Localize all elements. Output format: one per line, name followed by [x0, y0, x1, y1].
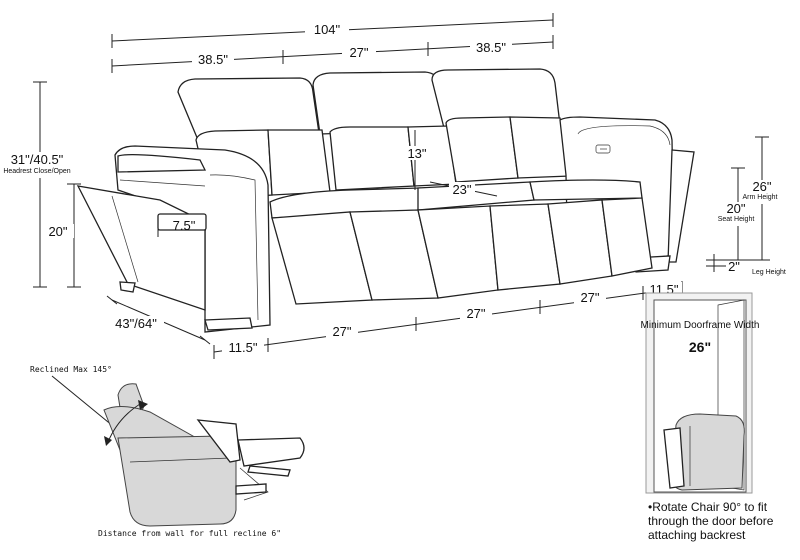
front-seat-3-label: 27"	[580, 290, 599, 305]
headrest-height-dimension: 31"/40.5" Headrest Close/Open	[2, 81, 72, 288]
arm-height-caption: Arm Height	[742, 194, 777, 201]
cupholder-label: 7.5"	[173, 218, 196, 233]
doorframe-title: Minimum Doorframe Width	[641, 320, 760, 331]
arm-height-dimension: 26" Arm Height	[742, 136, 782, 260]
front-seat-1-label: 27"	[332, 324, 351, 339]
seat-depth-dimension: 23"	[429, 181, 498, 197]
headrest-height-label: 31"/40.5"	[11, 152, 64, 167]
section-width-dimension: 38.5" 27" 38.5"	[111, 35, 554, 73]
side-height-label: 20"	[48, 224, 67, 239]
depth-label: 43"/64"	[115, 316, 157, 331]
leg-height-caption: Leg Height	[752, 269, 786, 276]
arm-height-label: 26"	[752, 179, 771, 194]
wall-distance-label: Distance from wall for full recline 6"	[98, 529, 281, 538]
sofa-drawing	[76, 68, 695, 333]
leg-height-label: 2"	[728, 259, 740, 274]
doorframe-width: 26"	[689, 339, 711, 355]
headrest-caption: Headrest Close/Open	[3, 168, 70, 175]
seat-height-label: 20"	[726, 201, 745, 216]
leg-height-dimension: 2" Leg Height	[706, 254, 786, 276]
side-height-dimension: 20"	[46, 183, 81, 288]
section-right-label: 38.5"	[476, 40, 506, 55]
seat-depth-label: 23"	[452, 182, 471, 197]
section-middle-label: 27"	[349, 45, 368, 60]
overall-width-dimension: 104"	[111, 13, 554, 48]
front-seat-2-label: 27"	[466, 306, 485, 321]
recline-diagram: Reclined Max 145° Distance from wall for…	[30, 365, 305, 538]
seat-height-caption: Seat Height	[718, 216, 755, 223]
recline-angle-label: Reclined Max 145°	[30, 365, 112, 374]
front-width-dimension: 11.5" 27" 27" 27" 11.5"	[213, 281, 683, 359]
back-height-dimension: 13"	[405, 130, 429, 190]
section-left-label: 38.5"	[198, 52, 228, 67]
rotate-chair-note: •Rotate Chair 90° to fit through the doo…	[648, 500, 774, 542]
cupholder-dimension: 7.5"	[157, 218, 206, 237]
doorframe-panel: Minimum Doorframe Width 26"	[641, 292, 760, 494]
back-height-label: 13"	[407, 146, 426, 161]
front-arm-left-label: 11.5"	[229, 340, 258, 355]
seat-height-dimension: 20" Seat Height	[716, 167, 756, 260]
depth-dimension: 43"/64"	[106, 295, 211, 345]
overall-width-label: 104"	[314, 22, 341, 37]
